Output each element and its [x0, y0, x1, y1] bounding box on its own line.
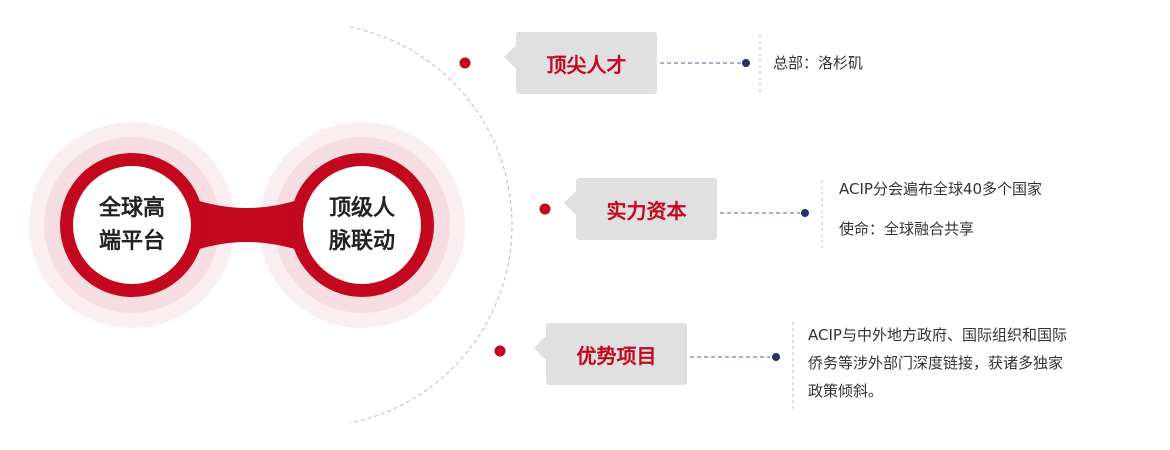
connector-1-dot — [742, 59, 750, 67]
connector-3-dot — [772, 353, 780, 361]
arc-dot-2 — [539, 203, 551, 215]
desc-line: ACIP与中外地方政府、国际组织和国际 — [808, 326, 1067, 344]
tag-top-talent: 顶尖人才 — [504, 32, 657, 94]
hub-core-left — [73, 166, 191, 284]
hub-label-top-network: 顶级人 脉联动 — [328, 196, 395, 254]
dashed-arc — [349, 26, 513, 424]
desc-line: 侨务等涉外部门深度链接，获诸多独家 — [808, 354, 1064, 372]
connector-2-dot — [801, 209, 809, 217]
tag-capital-strength: 实力资本 — [564, 178, 717, 240]
desc-capital-strength: ACIP分会遍布全球40多个国家 使命：全球融合共享 — [839, 175, 1042, 243]
desc-top-talent: 总部：洛杉矶 — [773, 49, 863, 77]
desc-line: 政策倾斜。 — [808, 382, 884, 400]
desc-line: 使命：全球融合共享 — [839, 220, 975, 238]
hub-core-right — [303, 166, 421, 284]
desc-line: ACIP分会遍布全球40多个国家 — [839, 180, 1043, 198]
hub-label-global-platform: 全球高 端平台 — [98, 196, 165, 254]
hub-connector — [190, 198, 304, 252]
desc-line: 总部：洛杉矶 — [773, 54, 864, 72]
desc-advantage-projects: ACIP与中外地方政府、国际组织和国际 侨务等涉外部门深度链接，获诸多独家 政策… — [808, 321, 1067, 405]
arc-dot-1 — [459, 57, 471, 69]
arc-dot-3 — [494, 345, 506, 357]
tag-advantage-projects: 优势项目 — [534, 323, 687, 385]
